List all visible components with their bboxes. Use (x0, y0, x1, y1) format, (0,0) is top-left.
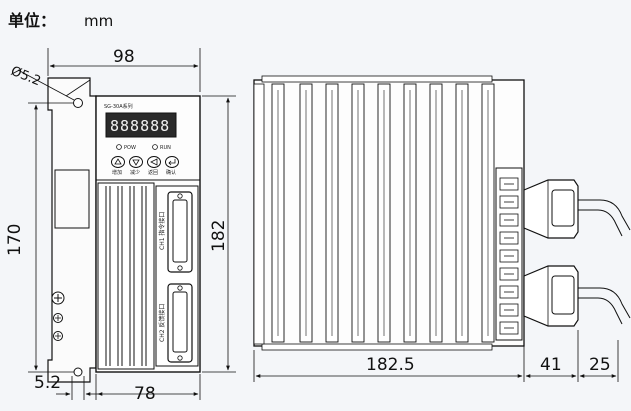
key-down-label: 减少 (130, 169, 140, 176)
up-arrow-icon (114, 158, 122, 165)
cable-plug-upper (523, 179, 579, 239)
ch2-label: CH2 反馈接口 (158, 304, 166, 342)
down-arrow-icon (132, 159, 140, 166)
dim-hole-dia: Ø5.2 (9, 64, 43, 89)
label-area (54, 169, 90, 229)
terminal-screws (499, 177, 519, 335)
key-down (129, 156, 143, 168)
key-up (111, 156, 125, 168)
unit-label: 单位： (8, 11, 56, 30)
side-view (253, 75, 631, 351)
side-fins (271, 83, 495, 343)
key-enter (165, 156, 179, 168)
led-run-label: RUN (160, 145, 171, 151)
mount-hole-top (73, 98, 83, 108)
model-label: SG-30A系列 (104, 103, 133, 110)
keypad: 增加 减少 返回 确认 (111, 156, 179, 176)
front-view: SG-30A系列 888888 POW RUN 增加 减少 返回 确认 (47, 77, 201, 383)
key-enter-label: 确认 (166, 169, 176, 176)
key-back (147, 156, 161, 168)
side-dimensions (253, 330, 619, 382)
unit-value: mm (84, 12, 113, 30)
display-digits: 888888 (110, 117, 170, 135)
mount-hole-bottom (73, 367, 83, 377)
heatsink-fins-front (105, 186, 147, 366)
front-dimensions (17, 48, 236, 400)
ch1-label: CH1 指令接口 (158, 212, 166, 250)
dim-conn-depth: 41 (540, 355, 562, 375)
led-run (152, 144, 158, 150)
dim-height-left: 170 (5, 224, 25, 256)
dim-side-depth: 182.5 (366, 355, 415, 375)
back-arrow-icon (150, 158, 158, 166)
dim-width-top: 98 (113, 47, 135, 67)
cable-plug-lower (523, 265, 579, 327)
heatsink-front (97, 182, 155, 370)
dim-height-right: 182 (209, 220, 229, 252)
key-up-label: 增加 (112, 169, 122, 176)
dim-cable-depth: 25 (589, 355, 611, 375)
dim-hole-offset: 5.2 (34, 373, 61, 393)
mounting-plate (47, 77, 97, 383)
key-back-label: 返回 (148, 169, 158, 176)
led-pow (116, 144, 122, 150)
led-display (105, 112, 177, 138)
led-pow-label: POW (124, 145, 136, 151)
dim-width-bottom: 78 (134, 384, 156, 404)
enter-icon (168, 159, 176, 166)
